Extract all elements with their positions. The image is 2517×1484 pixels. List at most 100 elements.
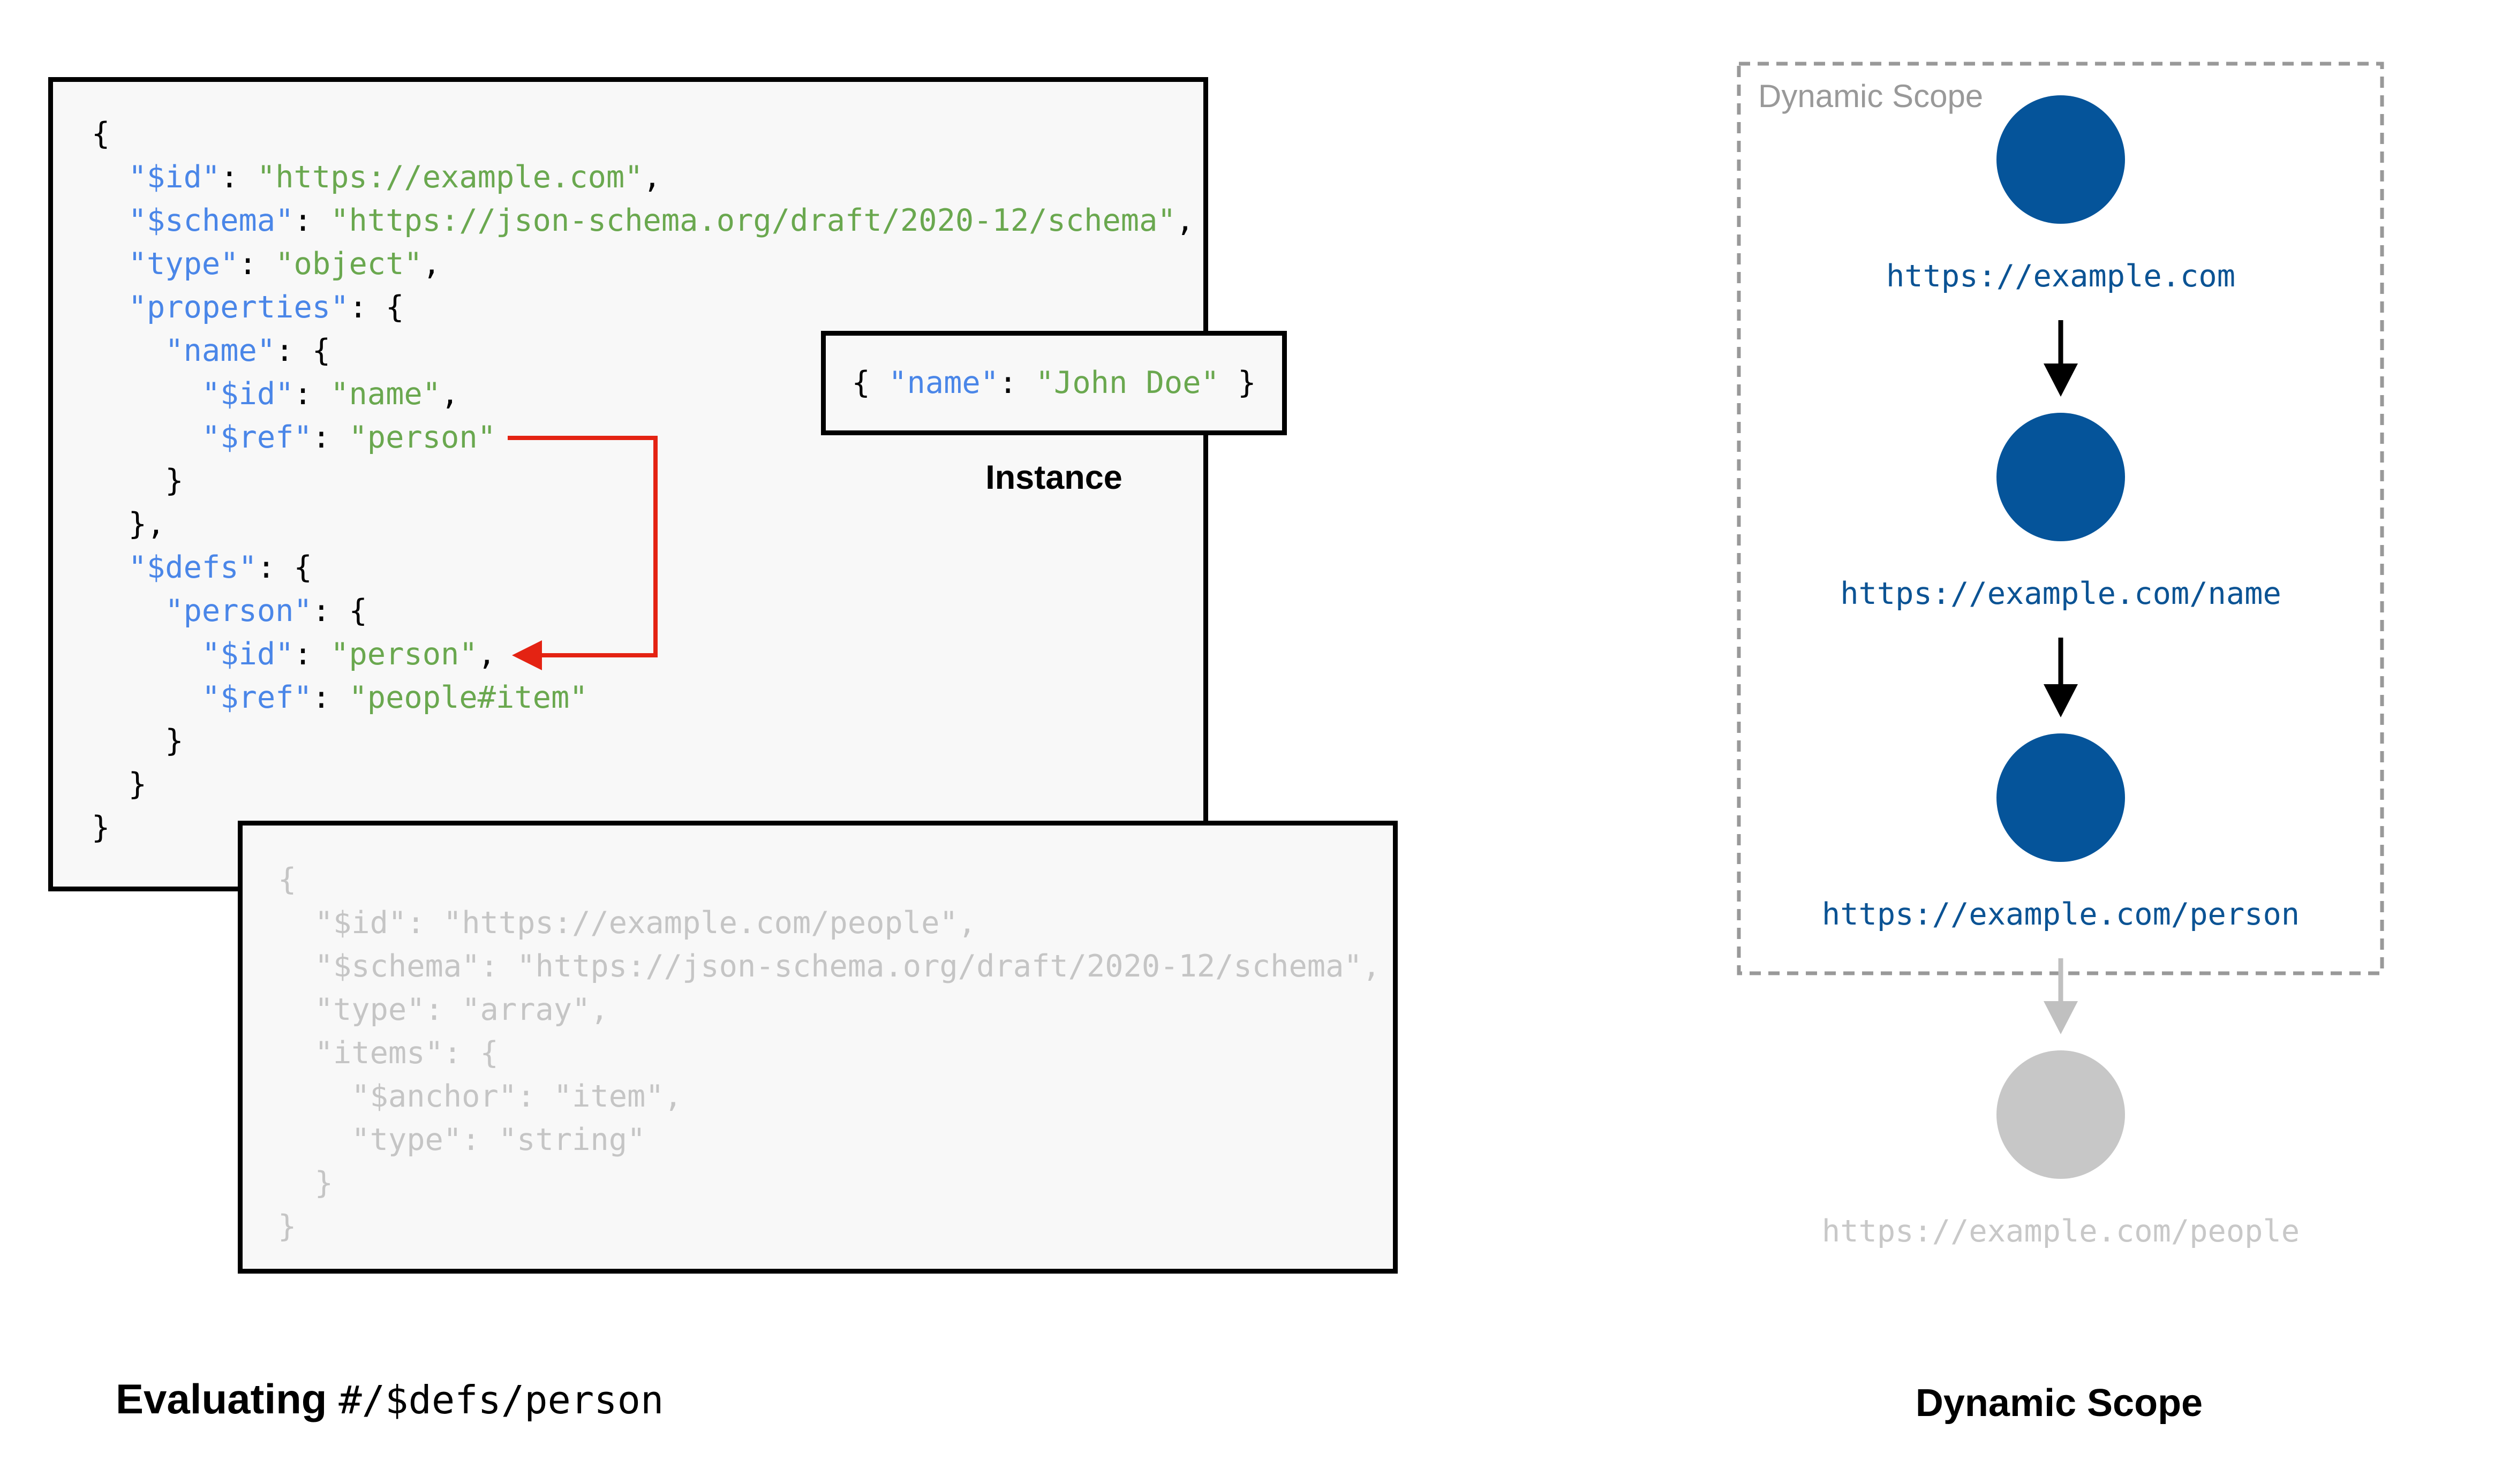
scope-node-circle — [1996, 1050, 2125, 1179]
code-token: "$ref" — [201, 680, 312, 715]
code-line: "items": { — [278, 1032, 1382, 1075]
code-token: }, — [92, 506, 165, 542]
code-token — [278, 1035, 315, 1071]
code-token: "type" — [314, 992, 425, 1027]
code-token: , — [664, 1079, 683, 1114]
code-line: } — [278, 1205, 1382, 1248]
code-token: : — [462, 1122, 499, 1157]
code-token: , — [441, 376, 459, 412]
code-token: "items" — [314, 1035, 443, 1071]
code-token — [92, 680, 202, 715]
ref-arrow-line — [508, 436, 658, 657]
code-line: "$anchor": "item", — [278, 1075, 1382, 1118]
code-token: : — [312, 420, 349, 455]
code-token: : — [238, 246, 276, 282]
scope-node-url: https://example.com — [1886, 259, 2235, 294]
code-token: "https://json-schema.org/draft/2020-12/s… — [517, 949, 1362, 984]
code-line: "$schema": "https://json-schema.org/draf… — [278, 945, 1382, 988]
code-token: "item" — [553, 1079, 664, 1114]
code-token: "https://example.com/people" — [443, 905, 958, 941]
scope-node-url: https://example.com/people — [1822, 1214, 2300, 1249]
code-token — [92, 246, 129, 282]
code-token: : { — [312, 593, 367, 629]
code-token: } — [278, 1209, 297, 1244]
code-token — [278, 992, 315, 1027]
evaluating-caption-pointer: #/$defs/person — [338, 1377, 664, 1422]
code-line: "$id": "https://example.com/people", — [278, 902, 1382, 945]
code-line: "$id": "https://example.com", — [92, 156, 1193, 199]
code-token: "$schema" — [128, 203, 294, 238]
code-line: "$schema": "https://json-schema.org/draf… — [92, 199, 1194, 243]
code-token: : — [312, 680, 349, 715]
code-token: , — [590, 992, 609, 1027]
code-token — [92, 420, 202, 455]
code-token: } — [92, 723, 184, 759]
code-token — [278, 949, 315, 984]
dynamic-scope-panel: Dynamic Scope https://example.com https:/… — [1737, 62, 2384, 1249]
code-token: "$id" — [201, 637, 294, 672]
code-token: "$id" — [314, 905, 407, 941]
code-token: "name" — [165, 333, 276, 368]
code-line: "$defs": { — [92, 546, 1193, 589]
code-token: "person" — [349, 420, 496, 455]
code-token: , — [958, 905, 977, 941]
code-token: "type" — [351, 1122, 462, 1157]
code-token: "$defs" — [128, 550, 257, 585]
code-token: : — [425, 992, 462, 1027]
code-token: "$schema" — [314, 949, 480, 984]
code-token: "$ref" — [201, 420, 312, 455]
code-token: "people#item" — [349, 680, 588, 715]
code-token: : — [220, 160, 257, 195]
code-line: "$ref": "people#item" — [92, 676, 1193, 720]
code-token: : { — [257, 550, 312, 585]
scope-node-circle — [1996, 413, 2125, 541]
code-line: "type": "object", — [92, 243, 1193, 286]
instance-label: Instance — [985, 459, 1122, 496]
dynamic-scope-panel-label: Dynamic Scope — [1758, 78, 1983, 114]
code-token: : — [293, 637, 331, 672]
code-token: "name" — [888, 365, 999, 400]
code-token: "properties" — [128, 290, 349, 325]
code-token: "$id" — [128, 160, 221, 195]
code-token: , — [1362, 949, 1381, 984]
dynamic-scope-caption: Dynamic Scope — [1915, 1382, 2203, 1425]
code-token: : { — [275, 333, 331, 368]
scope-node-circle — [1996, 733, 2125, 862]
code-token: "array" — [462, 992, 591, 1027]
code-token: "$id" — [201, 376, 294, 412]
code-token: "person" — [330, 637, 478, 672]
code-line: "type": "array", — [278, 988, 1382, 1032]
code-line: "$ref": "person" — [92, 416, 1193, 459]
code-token — [92, 203, 129, 238]
ref-arrow-head-icon — [512, 640, 542, 670]
code-token: "person" — [165, 593, 312, 629]
code-line: } — [92, 763, 1193, 806]
instance-code-box: { "name": "John Doe" } — [821, 331, 1287, 435]
code-token: : — [293, 203, 331, 238]
code-line: "type": "string" — [278, 1118, 1382, 1162]
code-token: , — [477, 637, 496, 672]
code-token: , — [422, 246, 441, 282]
code-line: } — [92, 720, 1193, 763]
code-line: } — [92, 806, 1193, 850]
scope-node-url: https://example.com/name — [1840, 576, 2281, 611]
code-line: "properties": { — [92, 286, 1193, 329]
code-token: { — [851, 365, 889, 400]
code-token: : — [406, 905, 443, 941]
code-line: { — [92, 112, 1193, 156]
schema-code-box: { "$id": "https://example.com", "$schema… — [48, 77, 1208, 891]
code-token: { — [278, 862, 297, 897]
code-token: : { — [349, 290, 404, 325]
code-token: : — [480, 949, 517, 984]
code-token: "string" — [498, 1122, 646, 1157]
code-token — [92, 637, 202, 672]
code-token: "$anchor" — [351, 1079, 517, 1114]
code-token: "name" — [330, 376, 441, 412]
scope-arrow-head-icon — [2044, 364, 2078, 397]
code-token — [278, 1079, 351, 1114]
code-token: "https://example.com" — [257, 160, 643, 195]
code-token — [92, 376, 202, 412]
code-token: "https://json-schema.org/draft/2020-12/s… — [330, 203, 1176, 238]
code-token: } — [278, 1165, 333, 1201]
